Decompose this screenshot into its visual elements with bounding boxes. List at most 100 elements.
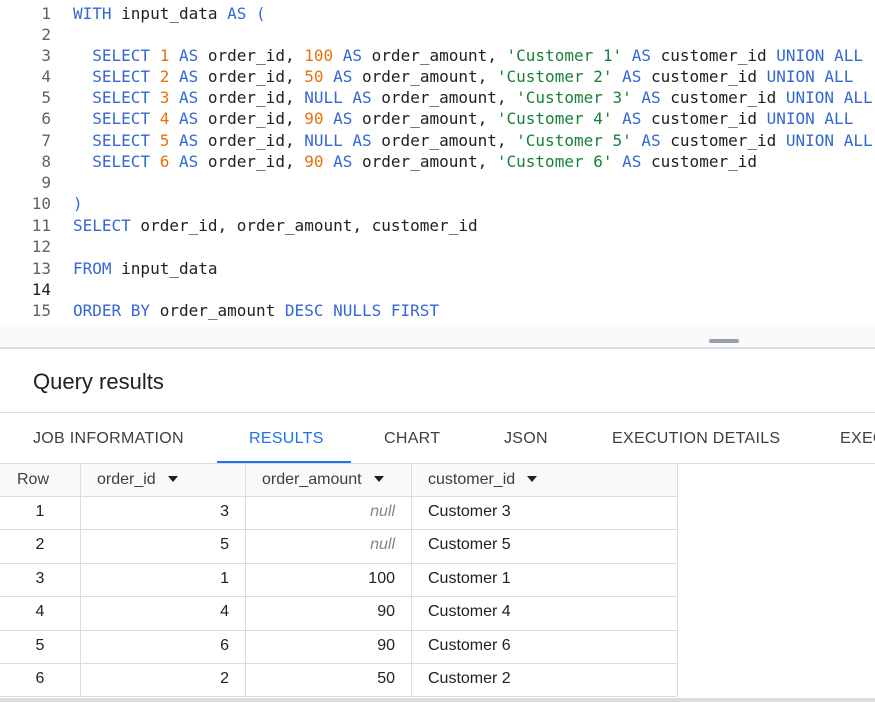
column-header-customer-id[interactable]: customer_id (428, 464, 538, 496)
code-token: ( (246, 4, 266, 23)
code-token: customer_id (641, 109, 767, 128)
code-token: customer_id (660, 131, 786, 150)
code-line[interactable]: 4 SELECT 2 AS order_id, 50 AS order_amou… (0, 66, 875, 87)
drag-handle-icon[interactable] (709, 339, 739, 343)
code-token: UNION ALL (785, 88, 873, 107)
table-header (0, 464, 677, 496)
code-token: SELECT (73, 67, 151, 86)
code-token (612, 152, 622, 171)
code-token: UNION ALL (776, 46, 863, 65)
code-text: SELECT 3 AS order_id, NULL AS order_amou… (73, 87, 873, 108)
code-line[interactable]: 14 (0, 279, 875, 300)
line-number: 3 (41, 46, 51, 65)
cell-order-id: 2 (81, 663, 229, 695)
cell-value: 5 (220, 536, 229, 554)
cell-order-amount: 90 (246, 596, 395, 628)
table-row[interactable]: 5 6 90 Customer 6 (0, 630, 677, 663)
code-token: input_data (111, 259, 218, 278)
code-line[interactable]: 5 SELECT 3 AS order_id, NULL AS order_am… (0, 87, 875, 108)
code-token: AS (352, 131, 372, 150)
code-text: ORDER BY order_amount DESC NULLS FIRST (73, 300, 439, 321)
code-token (343, 131, 353, 150)
code-token (323, 67, 333, 86)
column-header-row: Row (17, 464, 49, 496)
code-token: customer_id (641, 152, 757, 171)
tab-results[interactable]: RESULTS (249, 430, 324, 447)
code-line[interactable]: 2 (0, 24, 875, 45)
active-tab-indicator (217, 461, 351, 464)
code-text: ) (73, 193, 83, 214)
cell-order-id: 6 (81, 630, 229, 662)
code-text: SELECT 4 AS order_id, 90 AS order_amount… (73, 108, 853, 129)
cell-value: 50 (377, 670, 395, 687)
code-token: AS (641, 88, 661, 107)
line-number: 4 (41, 67, 51, 86)
tab-execution-graph[interactable]: EXECUTION GRAPH (840, 430, 875, 447)
code-line[interactable]: 8 SELECT 6 AS order_id, 90 AS order_amou… (0, 151, 875, 172)
code-token: NULL (304, 88, 343, 107)
code-token: AS (178, 88, 199, 107)
code-token: 1 (159, 46, 170, 65)
sort-arrow-down-icon[interactable] (167, 475, 178, 482)
code-token: AS (333, 67, 353, 86)
code-line[interactable]: 9 (0, 172, 875, 193)
cell-customer-id: Customer 4 (428, 596, 668, 628)
code-token (150, 109, 160, 128)
code-token: FROM (73, 259, 112, 278)
tab-json[interactable]: JSON (504, 430, 548, 447)
code-line[interactable]: 6 SELECT 4 AS order_id, 90 AS order_amou… (0, 108, 875, 129)
cell-value: 5 (35, 636, 45, 654)
line-number: 13 (31, 259, 51, 278)
cell-order-amount: 50 (246, 663, 395, 695)
code-line[interactable]: 3 SELECT 1 AS order_id, 100 AS order_amo… (0, 45, 875, 66)
code-token: AS (333, 152, 353, 171)
tab-job-information[interactable]: JOB INFORMATION (33, 430, 184, 447)
column-header-order-amount[interactable]: order_amount (262, 464, 384, 496)
code-line[interactable]: 10) (0, 193, 875, 214)
code-token: UNION ALL (766, 109, 854, 128)
code-token: 90 (304, 109, 324, 128)
code-token (150, 67, 160, 86)
cell-value: Customer 1 (428, 569, 511, 587)
code-token: 50 (304, 67, 324, 86)
code-token: SELECT (73, 88, 151, 107)
cell-row-number: 5 (0, 630, 80, 662)
cell-row-number: 3 (0, 563, 80, 595)
row-divider (0, 696, 677, 698)
code-token: order_amount (150, 301, 285, 320)
horizontal-scrollbar[interactable] (0, 698, 875, 702)
code-token: 2 (159, 67, 170, 86)
tab-chart[interactable]: CHART (384, 430, 441, 447)
code-token: SELECT (73, 46, 151, 65)
code-text: FROM input_data (73, 258, 218, 279)
code-token: order_amount, (352, 67, 497, 86)
code-token: DESC NULLS FIRST (284, 301, 440, 320)
row-divider (0, 629, 677, 631)
code-line[interactable]: 13 FROM input_data (0, 258, 875, 279)
sort-arrow-down-icon[interactable] (373, 475, 384, 482)
sort-arrow-down-icon[interactable] (527, 475, 538, 482)
cell-order-amount: 90 (246, 630, 395, 662)
tab-execution-details[interactable]: EXECUTION DETAILS (612, 430, 781, 447)
row-divider (0, 663, 677, 664)
cell-value: Customer 6 (428, 636, 511, 654)
code-token (622, 46, 632, 65)
code-token: order_amount, (371, 88, 517, 107)
panel-splitter[interactable] (0, 347, 875, 349)
code-line[interactable]: 7 SELECT 5 AS order_id, NULL AS order_am… (0, 130, 875, 151)
code-token: AS (352, 88, 372, 107)
divider (0, 412, 875, 413)
null-value: null (370, 503, 395, 520)
code-token: AS (641, 131, 661, 150)
code-line[interactable]: 12 (0, 236, 875, 257)
column-header-order-id[interactable]: order_id (97, 464, 178, 496)
